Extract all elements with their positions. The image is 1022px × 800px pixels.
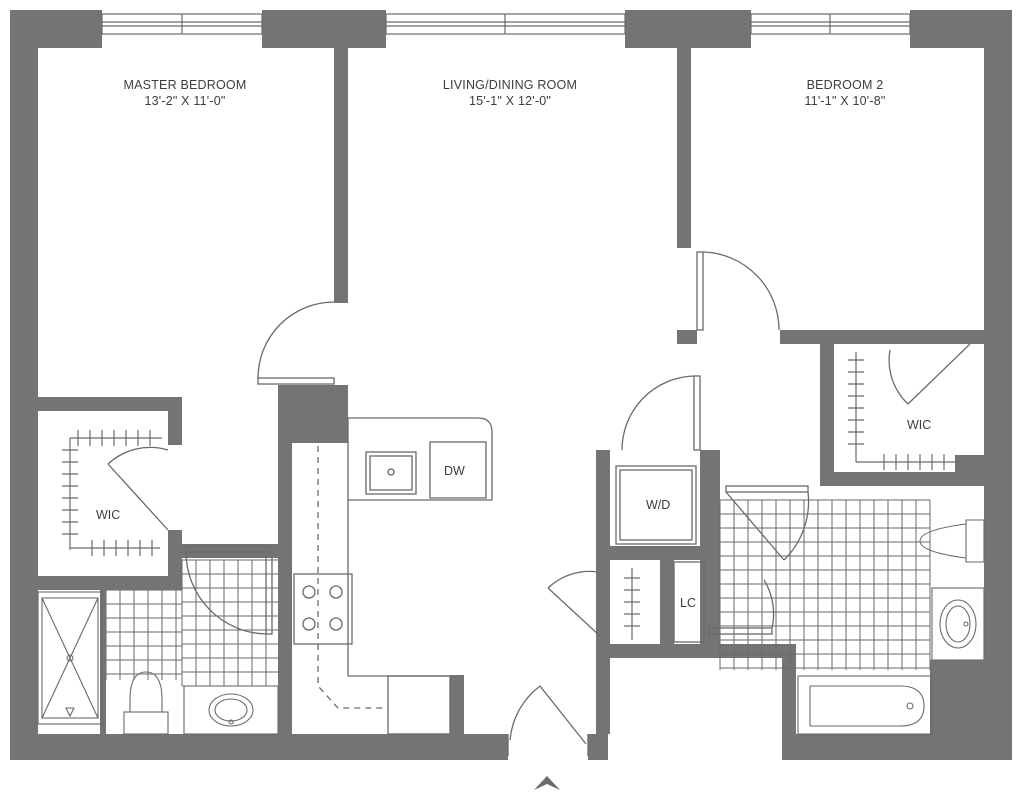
wic-left-label: WIC	[96, 508, 121, 522]
wic-right-label: WIC	[907, 418, 932, 432]
doors	[107, 251, 971, 756]
living-dining-label: LIVING/DINING ROOM 15'-1" X 12'-0"	[415, 77, 605, 109]
washer-dryer-label: W/D	[646, 498, 671, 512]
dishwasher-label: DW	[444, 464, 465, 478]
left-bathroom	[37, 591, 279, 735]
windows	[101, 13, 911, 35]
master-bedroom-dims: 13'-2" X 11'-0"	[144, 94, 226, 108]
living-dining-dims: 15'-1" X 12'-0"	[469, 94, 551, 108]
closet-rods	[62, 352, 960, 640]
living-dining-name: LIVING/DINING ROOM	[442, 78, 578, 92]
master-bedroom-label: MASTER BEDROOM 13'-2" X 11'-0"	[100, 77, 270, 109]
laundry-linen	[615, 465, 705, 643]
master-bedroom-name: MASTER BEDROOM	[123, 78, 247, 92]
linen-closet-label: LC	[680, 596, 696, 610]
right-bathroom	[797, 519, 985, 735]
walls	[10, 10, 1012, 760]
bedroom2-label: BEDROOM 2 11'-1" X 10'-8"	[770, 77, 920, 109]
entry-arrow-icon	[534, 776, 560, 790]
bedroom2-dims: 11'-1" X 10'-8"	[804, 94, 886, 108]
tile-grids	[105, 499, 931, 687]
kitchen	[293, 417, 493, 735]
bedroom2-name: BEDROOM 2	[806, 78, 884, 92]
